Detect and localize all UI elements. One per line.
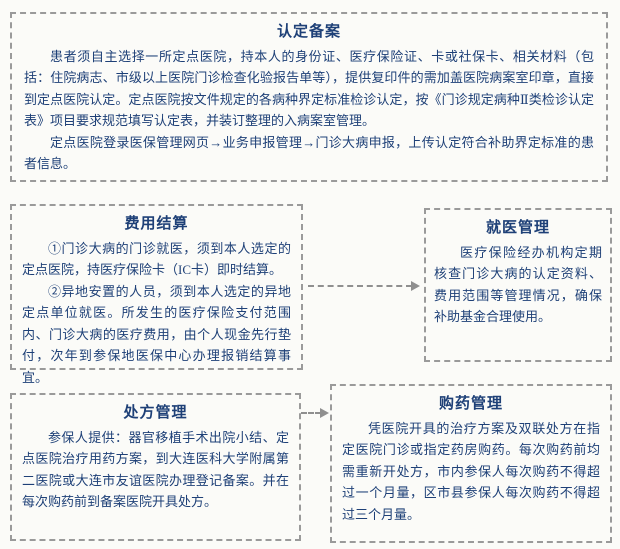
medical-management-paragraph-1: 医疗保险经办机构定期核查门诊大病的认定资料、费用范围等管理情况，确保补助基金合理… xyxy=(434,245,602,325)
drug-purchase-management-paragraph-1: 凭医院开具的治疗方案及双联处方在指定医院门诊或指定药房购药。每次购药前均需重新开… xyxy=(342,421,600,522)
arrow-shaft xyxy=(301,412,321,414)
certification-title: 认定备案 xyxy=(276,24,341,40)
arrow-head-icon xyxy=(411,281,420,291)
prescription-management-box: 处方管理 参保人提供：器官移植手术出院小结、定点医院治疗用药方案，到大连医科大学… xyxy=(10,393,301,541)
prescription-management-paragraph-1: 参保人提供：器官移植手术出院小结、定点医院治疗用药方案，到大连医科大学附属第二医… xyxy=(22,430,289,510)
dashed-arrow-prescription-to-purchase xyxy=(301,405,329,421)
fee-settlement-paragraph-2: ②异地安置的人员，须到本人选定的异地定点单位就医。所发生的医疗保险支付范围内、门… xyxy=(22,283,291,385)
arrow-shaft xyxy=(308,285,412,287)
arrow-head-icon xyxy=(320,408,329,418)
drug-purchase-management-title: 购药管理 xyxy=(438,396,503,412)
prescription-management-title: 处方管理 xyxy=(123,405,188,421)
certification-paragraph-2: 定点医院登录医保管理网页→业务申报管理→门诊大病申报，上传认定符合补助界定标准的… xyxy=(24,134,594,172)
certification-box: 认定备案 患者须自主选择一所定点医院，持本人的身份证、医疗保险证、卡或社保卡、相… xyxy=(10,12,608,182)
certification-paragraph-1: 患者须自主选择一所定点医院，持本人的身份证、医疗保险证、卡或社保卡、相关材料（包… xyxy=(24,49,594,129)
dashed-arrow-settlement-to-medical xyxy=(308,278,420,294)
fee-settlement-paragraph-1: ①门诊大病的门诊就医，须到本人选定的定点医院，持医疗保险卡（IC卡）即时结算。 xyxy=(22,241,291,278)
fee-settlement-box: 费用结算 ①门诊大病的门诊就医，须到本人选定的定点医院，持医疗保险卡（IC卡）即… xyxy=(10,204,303,385)
drug-purchase-management-box: 购药管理 凭医院开具的治疗方案及双联处方在指定医院门诊或指定药房购药。每次购药前… xyxy=(330,384,612,543)
medical-management-box: 就医管理 医疗保险经办机构定期核查门诊大病的认定资料、费用范围等管理情况，确保补… xyxy=(424,208,612,362)
fee-settlement-title: 费用结算 xyxy=(124,216,189,232)
medical-management-title: 就医管理 xyxy=(485,220,550,236)
